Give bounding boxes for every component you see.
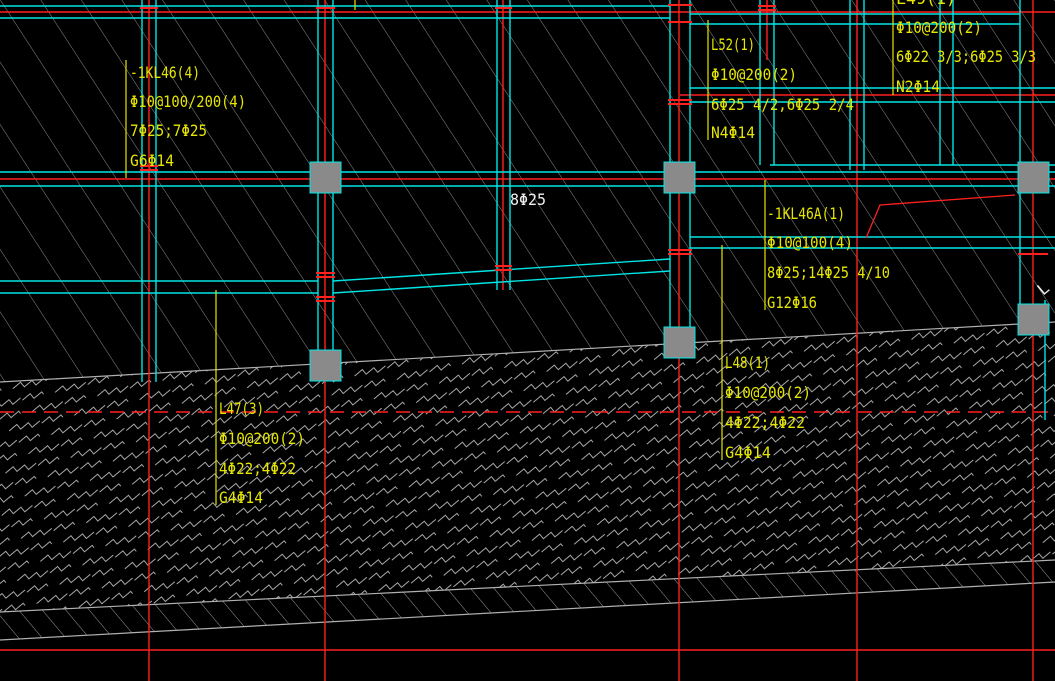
column <box>1017 161 1050 194</box>
side-bar-spec: G6Φ14 <box>130 151 174 170</box>
annotation-l52: L52(1) Φ10@200(2) 6Φ25 4/2,6Φ25 2/4 N4Φ1… <box>711 35 854 142</box>
annotation-l47: L47(3) Φ10@200(2) 4Φ22;4Φ22 G4Φ14 <box>219 399 305 507</box>
column <box>663 326 696 359</box>
side-bar-spec: G12Φ16 <box>767 293 817 312</box>
rebar-spec: 6Φ25 4/2,6Φ25 2/4 <box>711 95 854 114</box>
beam-name: -1KL46(4) <box>130 63 200 82</box>
beam-outlines <box>0 0 1055 420</box>
beam-name: L49(1) <box>896 0 956 8</box>
column <box>309 161 342 194</box>
side-bar-spec: G4Φ14 <box>219 488 263 507</box>
stirrup-spec: Φ10@200(2) <box>711 65 797 84</box>
stirrup-spec: Φ10@100(4) <box>767 233 853 252</box>
rebar-spec: 7Φ25;7Φ25 <box>130 121 207 140</box>
column <box>663 161 696 194</box>
column <box>309 349 342 382</box>
stirrup-spec: Φ10@100/200(4) <box>130 92 246 111</box>
beam-name: L47(3) <box>219 399 264 418</box>
beam-name: L48(1) <box>725 353 770 372</box>
annotation-topright: L49(1) Φ10@200(2) 6Φ22 3/3;6Φ25 3/3 N2Φ1… <box>896 0 1036 96</box>
junction-ticks <box>140 4 1048 302</box>
rebar-spec: 8Φ25;14Φ25 4/10 <box>767 263 890 282</box>
annotation-l48: L48(1) Φ10@200(2) 4Φ22;4Φ22 G4Φ14 <box>725 353 811 462</box>
column <box>1017 303 1050 336</box>
side-bar-spec: N4Φ14 <box>711 123 755 142</box>
beam-name: -1KL46A(1) <box>767 204 845 223</box>
annotation-kl46a: -1KL46A(1) Φ10@100(4) 8Φ25;14Φ25 4/10 G1… <box>767 204 890 312</box>
slab-boundary-lines <box>0 321 1055 641</box>
annotation-kl46: -1KL46(4) Φ10@100/200(4) 7Φ25;7Φ25 G6Φ14 <box>130 63 246 170</box>
rebar-spec: 4Φ22;4Φ22 <box>219 459 296 478</box>
annotation-center-bar: 8Φ25 <box>510 190 546 209</box>
rebar-spec: 6Φ22 3/3;6Φ25 3/3 <box>896 47 1036 66</box>
side-bar-spec: G4Φ14 <box>725 443 771 462</box>
stirrup-spec: Φ10@200(2) <box>896 18 982 37</box>
stirrup-spec: Φ10@200(2) <box>219 429 305 448</box>
leader-lines <box>125 0 894 505</box>
beam-name: L52(1) <box>711 35 755 54</box>
stirrup-spec: Φ10@200(2) <box>725 383 811 402</box>
rebar-spec: 4Φ22;4Φ22 <box>725 413 805 432</box>
side-bar-spec: N2Φ14 <box>896 77 940 96</box>
beam-callout-outline <box>865 194 1016 239</box>
floor-hatch-upper <box>0 0 1055 382</box>
columns <box>309 161 1050 382</box>
